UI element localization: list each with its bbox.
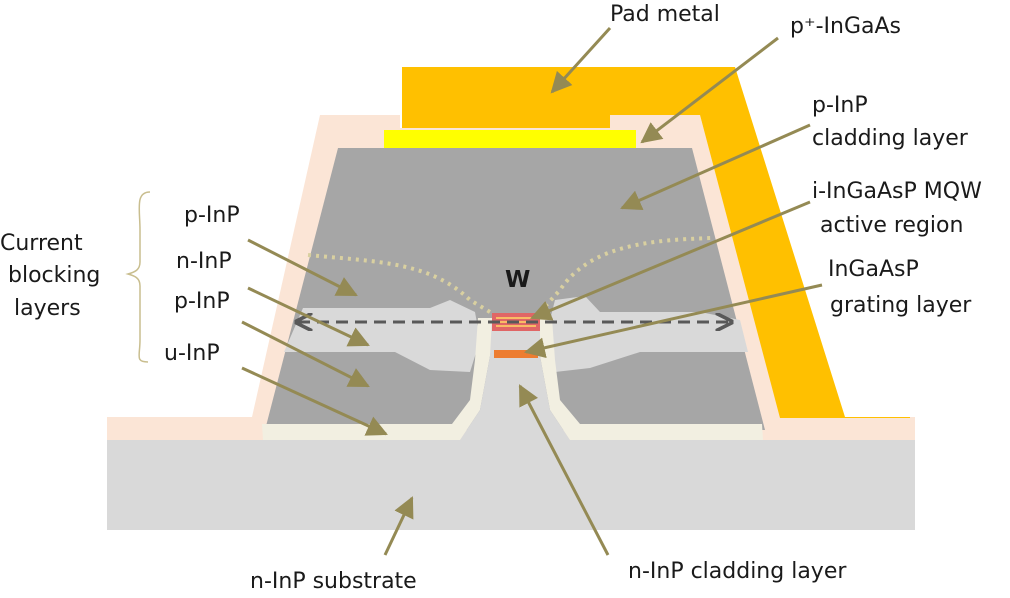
label-n-cladding: n-InP cladding layer bbox=[628, 559, 847, 584]
leader-block-p-inp-top bbox=[247, 238, 358, 297]
leader-grating bbox=[523, 283, 823, 359]
label-block-n-inp: n-InP bbox=[176, 249, 232, 274]
label-substrate: n-InP substrate bbox=[250, 569, 417, 593]
p-plus-ingaas-contact bbox=[384, 130, 636, 148]
substrate-layer bbox=[107, 440, 915, 530]
label-p-inp-cladding-1: p-InP bbox=[812, 93, 868, 118]
label-block-p-inp-top: p-InP bbox=[184, 203, 240, 228]
label-current-blocking-3: layers bbox=[14, 296, 81, 321]
label-p-inp-cladding-2: cladding layer bbox=[812, 126, 969, 151]
current-path-left bbox=[307, 253, 492, 314]
leader-mqw bbox=[530, 200, 811, 321]
regrowth-liner-right bbox=[535, 318, 763, 440]
label-mqw-2: active region bbox=[820, 213, 963, 238]
leader-p-plus-ingaas bbox=[640, 36, 779, 144]
leader-n-cladding bbox=[518, 384, 610, 556]
n-inp-cladding-channel bbox=[460, 318, 570, 440]
label-mqw-1: i-InGaAsP MQW bbox=[812, 179, 982, 204]
label-p-plus-ingaas: p⁺-InGaAs bbox=[790, 14, 901, 39]
label-grating-2: grating layer bbox=[830, 293, 972, 318]
label-block-u-inp: u-InP bbox=[164, 341, 220, 366]
grating-layer bbox=[494, 350, 538, 358]
mesa-body bbox=[265, 148, 765, 430]
label-block-p-inp-bottom: p-InP bbox=[174, 289, 230, 314]
leader-pad-metal bbox=[550, 26, 612, 94]
leader-block-p-inp-bottom bbox=[241, 320, 370, 388]
leader-p-inp-cladding bbox=[620, 123, 811, 210]
label-width-w: W bbox=[505, 267, 530, 293]
leader-substrate bbox=[383, 496, 414, 556]
blocking-layers-brace bbox=[125, 191, 151, 363]
leader-block-n-inp bbox=[247, 286, 370, 347]
leader-block-u-inp bbox=[241, 366, 388, 436]
label-pad-metal: Pad metal bbox=[610, 2, 720, 27]
label-current-blocking-2: blocking bbox=[8, 263, 100, 288]
label-current-blocking-1: Current bbox=[0, 231, 83, 256]
pad-metal bbox=[402, 67, 910, 418]
regrowth-liner bbox=[262, 318, 495, 440]
label-grating-1: InGaAsP bbox=[828, 257, 919, 282]
